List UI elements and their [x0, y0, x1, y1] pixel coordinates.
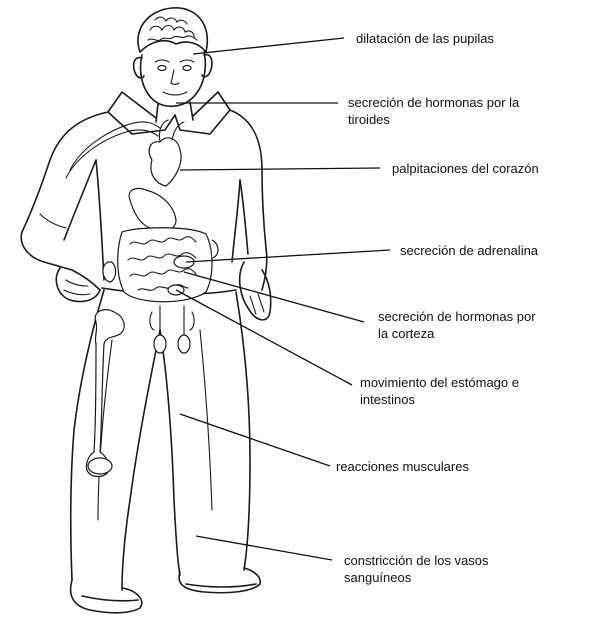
heart-organ	[149, 120, 184, 186]
label-vessels: constricción de los vasos sanguíneos	[344, 552, 489, 586]
label-stomach: movimiento del estómago e intestinos	[360, 374, 519, 408]
head-figure	[134, 8, 212, 106]
label-cortex: secreción de hormonas por la corteza	[378, 308, 536, 342]
arm-vessels	[66, 122, 160, 178]
neck-collar	[108, 92, 230, 134]
label-muscles: reacciones musculares	[336, 458, 469, 475]
leader-vessels	[196, 536, 332, 560]
pelvic-organs	[150, 306, 194, 353]
stomach-organ	[129, 188, 176, 230]
leader-stomach	[176, 290, 352, 385]
leader-heart	[180, 168, 380, 170]
label-heart: palpitaciones del corazón	[392, 160, 539, 177]
label-thyroid: secreción de hormonas por la tiroides	[348, 94, 519, 128]
label-pupils: dilatación de las pupilas	[356, 30, 494, 47]
leader-pupils	[193, 38, 344, 54]
leader-cortex	[184, 272, 364, 322]
label-adrenaline: secreción de adrenalina	[400, 242, 538, 259]
leader-muscles	[180, 414, 330, 466]
shoes	[71, 568, 261, 613]
